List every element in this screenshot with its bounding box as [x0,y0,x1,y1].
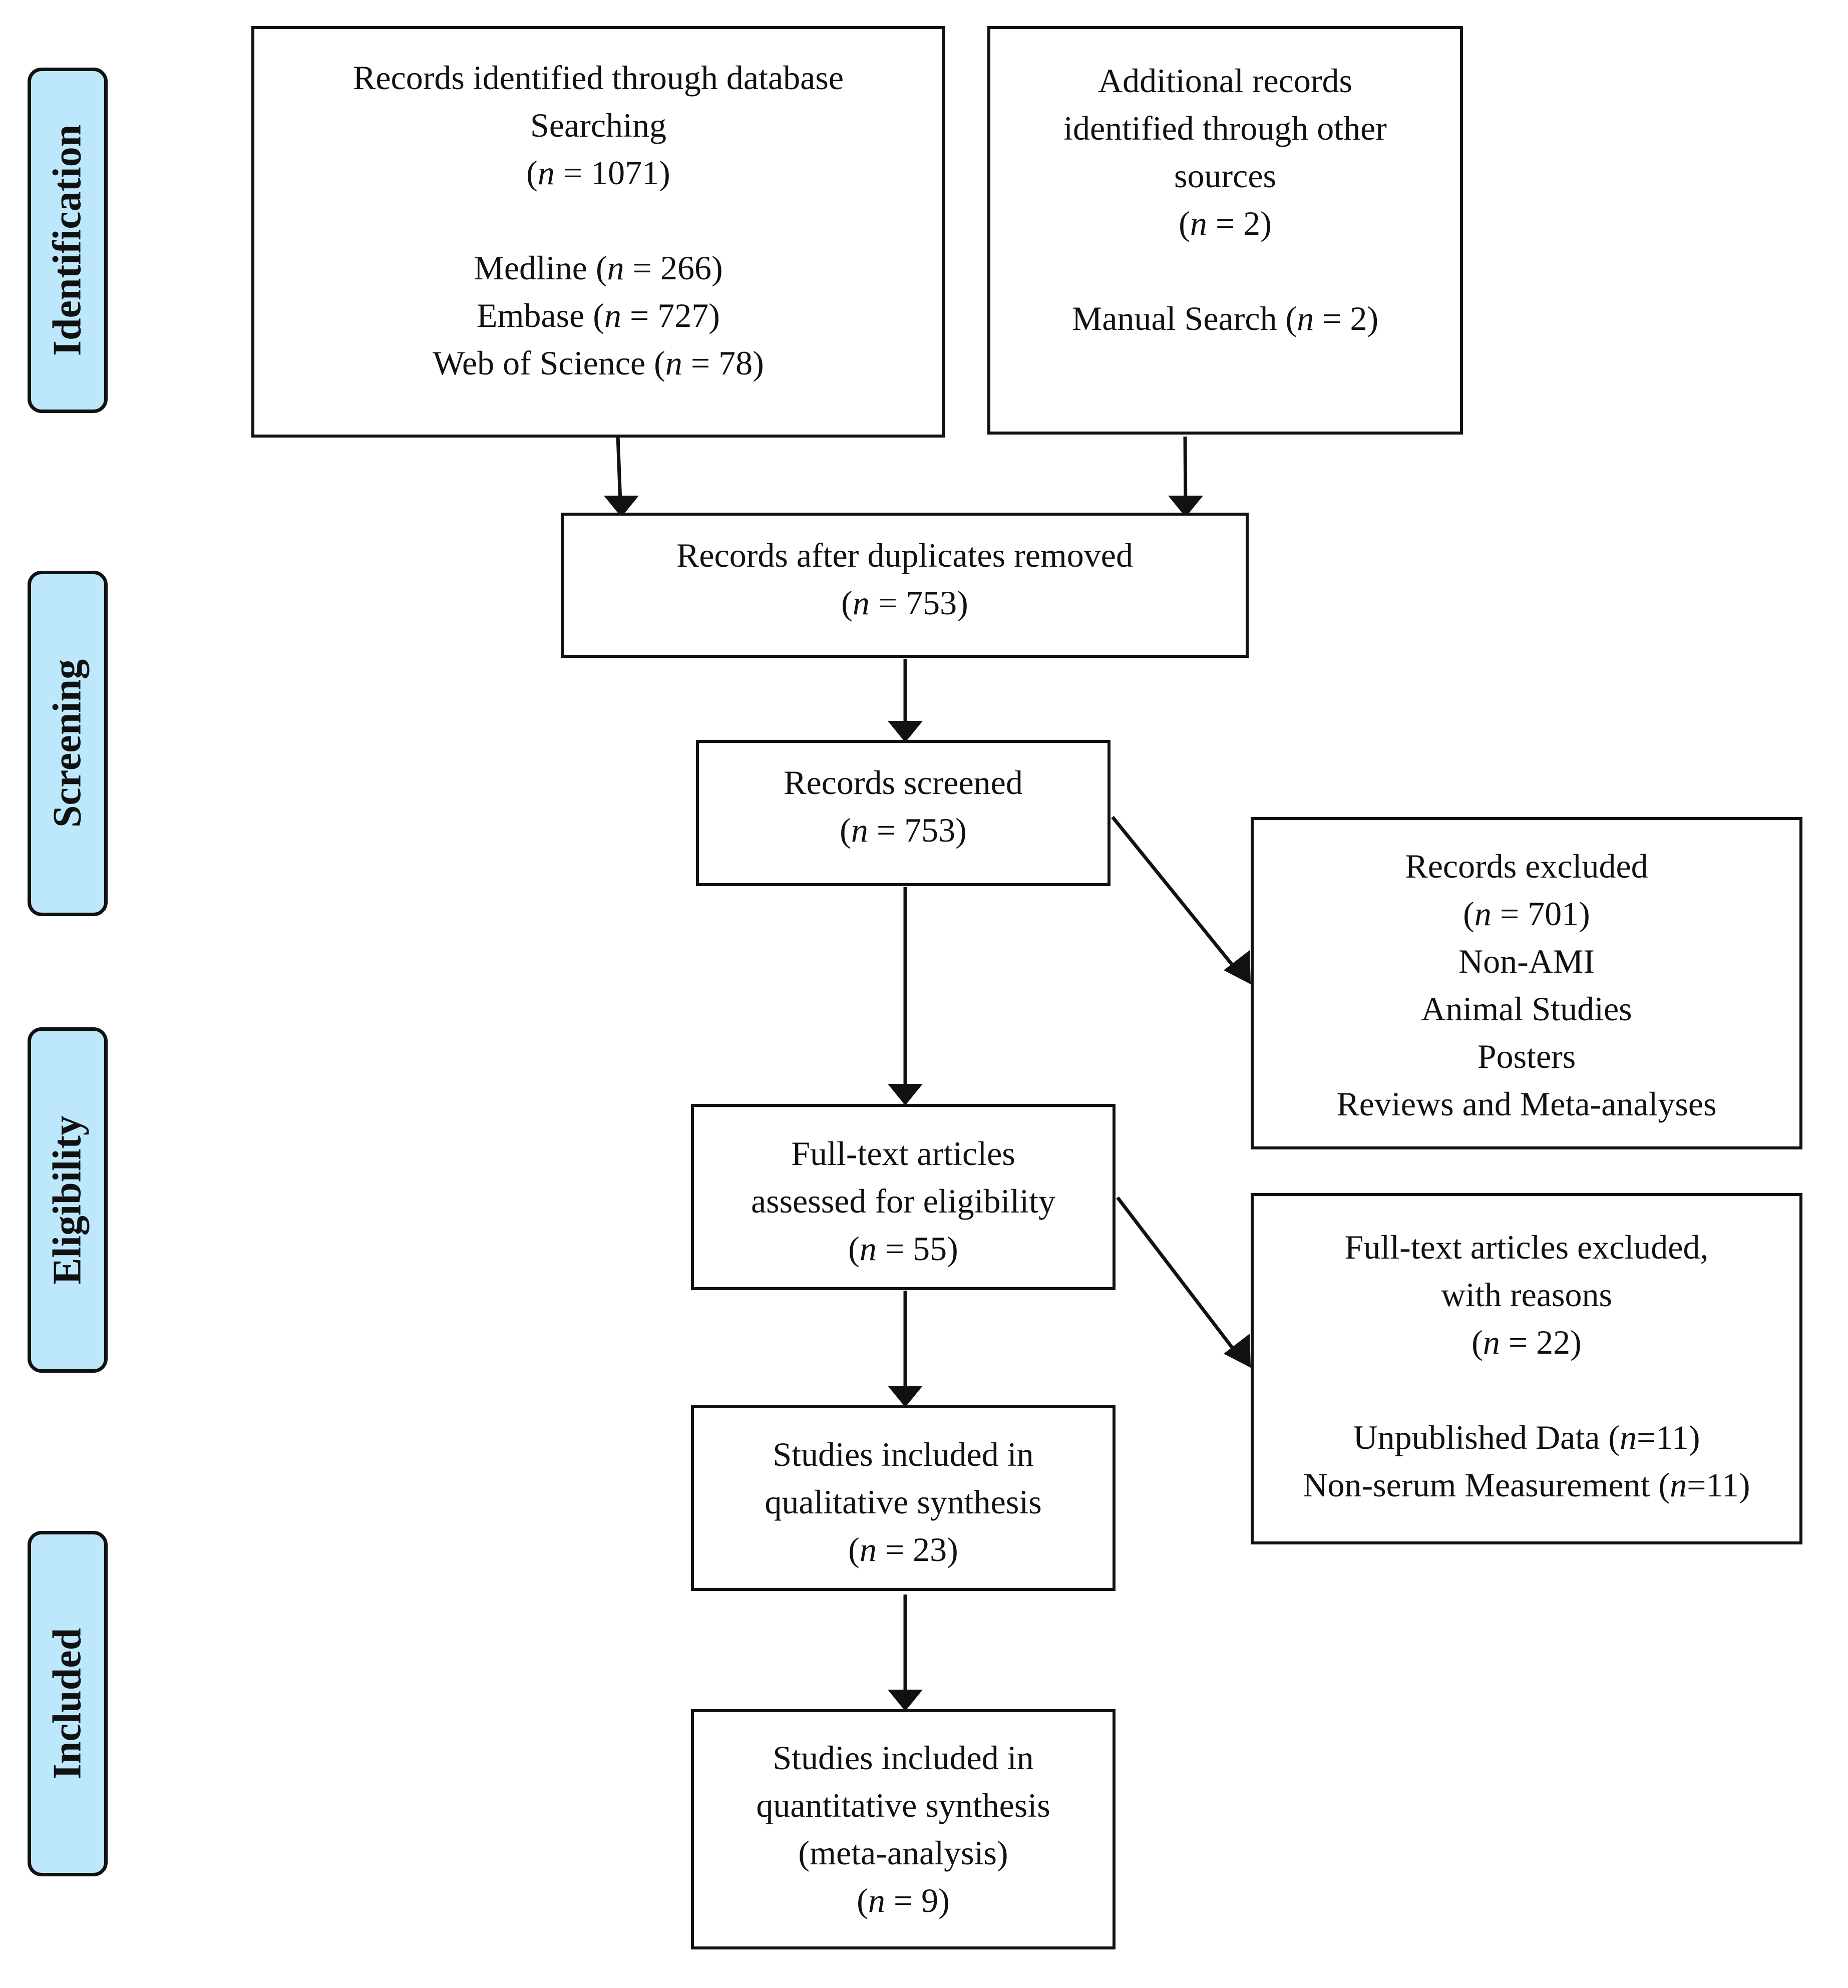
record-count: (n = 2) [1179,204,1272,242]
arrowhead [888,721,923,742]
arrowhead [888,1690,923,1711]
box-line: Full-text articles excluded, [1344,1228,1709,1266]
exclusion-reason: Non-AMI [1458,942,1595,980]
box-line: assessed for eligibility [751,1182,1056,1220]
record-count: (n = 753) [840,811,967,849]
box-database-search: Records identified through database Sear… [251,26,945,438]
box-line: Records identified through database [352,59,844,97]
box-line: Studies included in [773,1739,1034,1777]
exclusion-reason: Reviews and Meta-analyses [1336,1085,1717,1123]
source-embase: Embase (n = 727) [477,296,720,334]
stage-label-eligibility: Eligibility [28,1027,108,1373]
box-qualitative-synthesis: Studies included in qualitative synthesi… [691,1405,1116,1591]
exclusion-reason-unpublished: Unpublished Data (n=11) [1353,1418,1700,1456]
box-other-sources: Additional records identified through ot… [987,26,1463,435]
box-line: quantitative synthesis [756,1786,1050,1824]
record-count: (n = 22) [1471,1323,1582,1361]
box-line: qualitative synthesis [765,1483,1042,1521]
box-line: identified through other [1063,109,1387,147]
arrow-screened-to-excluded [1111,816,1242,977]
record-count: (n = 9) [857,1881,950,1919]
source-medline: Medline (n = 266) [474,249,723,287]
record-count: (n = 753) [841,584,968,622]
record-count: (n = 55) [848,1230,958,1268]
box-line: Records screened [784,763,1023,802]
arrowhead [1224,1334,1251,1368]
box-line: Searching [530,106,666,144]
box-line: Records excluded [1405,847,1648,885]
box-line: Records after duplicates removed [676,536,1133,574]
arrowhead [888,1386,923,1407]
arrowhead [888,1084,923,1105]
box-fulltext-assessed: Full-text articles assessed for eligibil… [691,1104,1116,1290]
box-line: Additional records [1098,62,1352,100]
box-line: Studies included in [773,1435,1034,1473]
record-count: (n = 701) [1463,895,1590,933]
box-quantitative-synthesis: Studies included in quantitative synthes… [691,1709,1116,1949]
exclusion-reason-nonserum: Non-serum Measurement (n=11) [1303,1466,1750,1504]
exclusion-reason: Posters [1477,1037,1576,1075]
box-fulltext-excluded: Full-text articles excluded, with reason… [1251,1193,1802,1544]
box-line: Full-text articles [791,1134,1015,1172]
stage-label-identification: Identification [28,68,108,413]
box-records-excluded: Records excluded (n = 701) Non-AMI Anima… [1251,817,1802,1149]
arrow-fulltext-to-fulltext-excluded [1116,1196,1242,1360]
arrowhead [1168,496,1203,517]
box-duplicates-removed: Records after duplicates removed (n = 75… [561,513,1249,658]
box-line: (meta-analysis) [798,1834,1008,1872]
box-line: sources [1174,157,1276,195]
record-count: (n = 1071) [526,154,670,192]
arrowhead [1224,950,1251,984]
box-records-screened: Records screened (n = 753) [696,740,1111,886]
source-manual-search: Manual Search (n = 2) [1071,299,1379,337]
stage-label-included: Included [28,1531,108,1876]
box-line: with reasons [1441,1276,1612,1314]
stage-label-screening: Screening [28,571,108,916]
arrowhead [604,496,639,517]
source-web-of-science: Web of Science (n = 78) [433,344,764,382]
exclusion-reason: Animal Studies [1421,990,1632,1028]
record-count: (n = 23) [848,1530,958,1568]
